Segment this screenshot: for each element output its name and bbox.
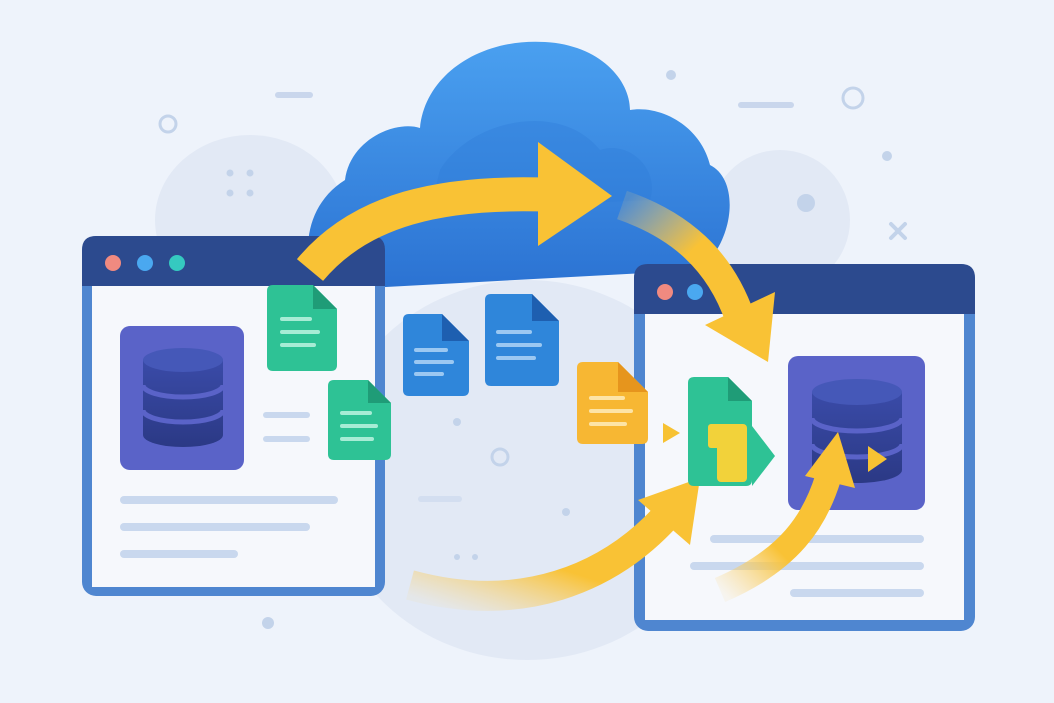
arrow-icon [714,432,855,602]
document-icon [485,294,559,386]
content-line [690,562,924,570]
window-dot-teal [169,255,185,271]
window-dot-red [657,284,673,300]
content-line [120,496,338,504]
window-dot-red [105,255,121,271]
content-line [120,523,310,531]
destination-window [634,264,975,631]
document-icon [328,380,391,460]
content-line [790,589,924,597]
play-arrow-icon [868,446,887,472]
decorative-shapes [158,70,892,629]
arrow-icon [296,142,612,282]
document-icon [577,362,648,444]
arrow-icon [406,478,700,611]
play-arrow-icon [663,423,680,443]
arrow-icon [616,190,775,362]
window-dot-blue [687,284,703,300]
window-dot-blue [137,255,153,271]
content-line [710,535,924,543]
document-icon [267,285,337,371]
database-icon [140,348,226,447]
document-icon [403,314,469,396]
content-line [120,550,238,558]
close-icon [889,222,907,240]
document-icon [688,377,775,486]
